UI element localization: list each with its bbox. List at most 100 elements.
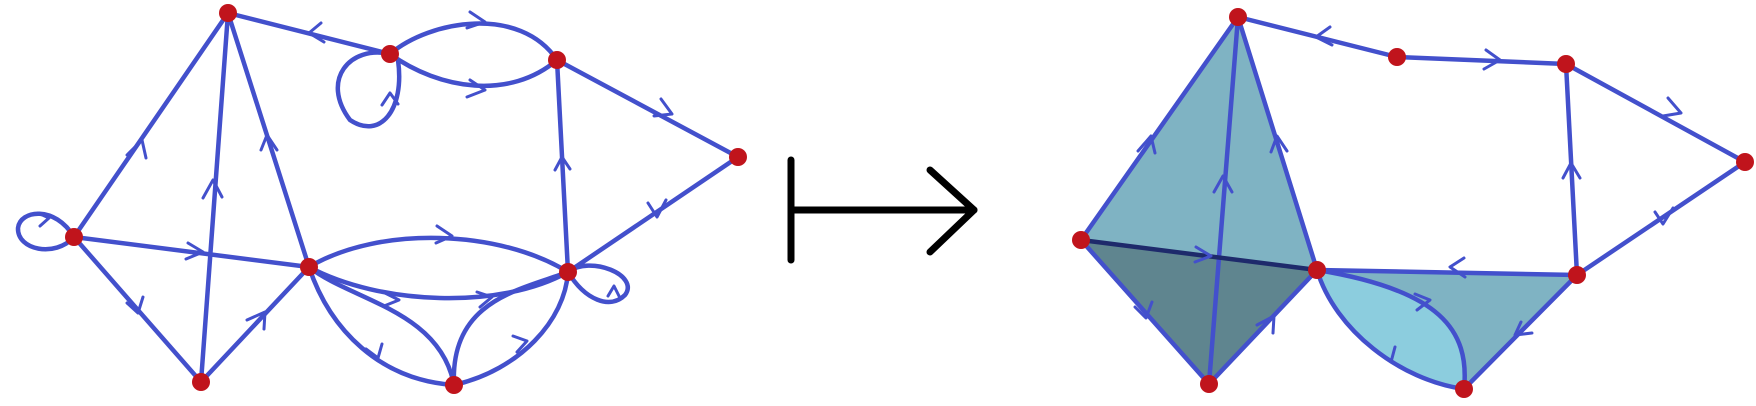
arrowhead	[606, 284, 622, 300]
left-graph	[15, 4, 747, 394]
edge	[198, 264, 312, 385]
vertex	[1736, 153, 1754, 171]
face-lens	[1317, 270, 1465, 389]
vertex	[219, 4, 237, 22]
vertex	[381, 45, 399, 63]
edge	[1206, 267, 1320, 387]
edge	[15, 211, 77, 252]
maps-to-arrow-icon	[787, 156, 978, 264]
edge	[1563, 61, 1748, 165]
vertex	[192, 373, 210, 391]
edge-dark	[1078, 237, 1320, 273]
edge	[1314, 267, 1467, 392]
vertex	[1568, 266, 1586, 284]
edge	[71, 234, 204, 385]
right-complex	[1072, 8, 1754, 398]
left-vertices	[65, 4, 747, 394]
edge	[565, 154, 741, 275]
arrowhead	[652, 97, 674, 118]
arrowhead	[364, 342, 384, 360]
edge	[71, 10, 231, 240]
arrowhead	[380, 91, 400, 107]
arrowhead	[1448, 256, 1467, 279]
arrowhead	[465, 78, 487, 99]
arrowhead	[1133, 300, 1154, 320]
arrowhead	[465, 10, 487, 30]
arrowhead	[36, 211, 51, 228]
vertex	[1388, 48, 1406, 66]
edge	[387, 21, 560, 63]
arrowhead	[125, 138, 148, 160]
edge	[451, 269, 571, 388]
edge	[1394, 54, 1569, 67]
edge	[554, 57, 571, 275]
arrowhead	[553, 155, 572, 172]
arrowhead	[1314, 25, 1334, 47]
edge	[1206, 14, 1241, 387]
edge	[387, 51, 560, 89]
vertex	[559, 263, 577, 281]
edge	[198, 10, 231, 385]
arrowhead	[259, 133, 279, 152]
edge	[1314, 267, 1467, 392]
arrowhead	[1255, 314, 1276, 335]
vertex	[1200, 375, 1218, 393]
arrowhead	[1136, 134, 1157, 155]
edge	[451, 269, 571, 388]
vertex	[1072, 231, 1090, 249]
edge	[306, 264, 457, 388]
vertex	[300, 258, 318, 276]
arrowhead	[125, 295, 145, 315]
edge	[306, 235, 571, 275]
edge	[554, 57, 741, 160]
vertex	[1308, 261, 1326, 279]
arrowhead	[382, 291, 401, 308]
edge	[565, 263, 630, 305]
arrowhead	[475, 290, 494, 309]
right-vertices	[1072, 8, 1754, 398]
edge	[1078, 14, 1241, 243]
edge	[1235, 14, 1320, 273]
arrowhead	[1377, 345, 1397, 364]
face-upper-left	[1081, 17, 1317, 270]
vertex	[445, 376, 463, 394]
vertex	[1557, 55, 1575, 73]
arrowhead	[1269, 134, 1289, 154]
arrowhead	[434, 224, 454, 245]
left-edges	[15, 10, 741, 388]
arrowhead	[511, 334, 529, 354]
vertex	[65, 228, 83, 246]
edge	[1563, 61, 1580, 278]
vertex	[729, 148, 747, 166]
arrowhead	[1661, 96, 1683, 118]
edge	[335, 50, 402, 129]
edge	[225, 10, 312, 270]
arrowhead	[201, 178, 224, 200]
arrowhead	[307, 21, 326, 44]
edge	[306, 264, 457, 388]
right-faces	[1081, 17, 1577, 389]
arrowhead	[1561, 161, 1582, 180]
edge	[306, 264, 571, 301]
edge	[1461, 272, 1580, 392]
arrowhead	[1513, 320, 1534, 337]
arrowhead	[245, 310, 267, 331]
edge	[71, 234, 312, 270]
maps-to-head	[926, 166, 978, 256]
vertex	[1455, 380, 1473, 398]
arrowhead	[1653, 206, 1675, 226]
arrowhead	[1212, 174, 1234, 194]
edge	[1078, 237, 1212, 387]
vertex	[548, 51, 566, 69]
vertex	[1229, 8, 1247, 26]
arrowhead	[1413, 292, 1432, 312]
right-edges	[1078, 14, 1748, 392]
face-lower-left	[1081, 240, 1317, 384]
right-arrows	[1133, 25, 1683, 364]
arrowhead	[646, 198, 668, 219]
arrowhead	[184, 241, 205, 261]
edge	[1314, 267, 1580, 278]
arrowhead	[1193, 245, 1213, 264]
left-arrows	[36, 10, 674, 360]
